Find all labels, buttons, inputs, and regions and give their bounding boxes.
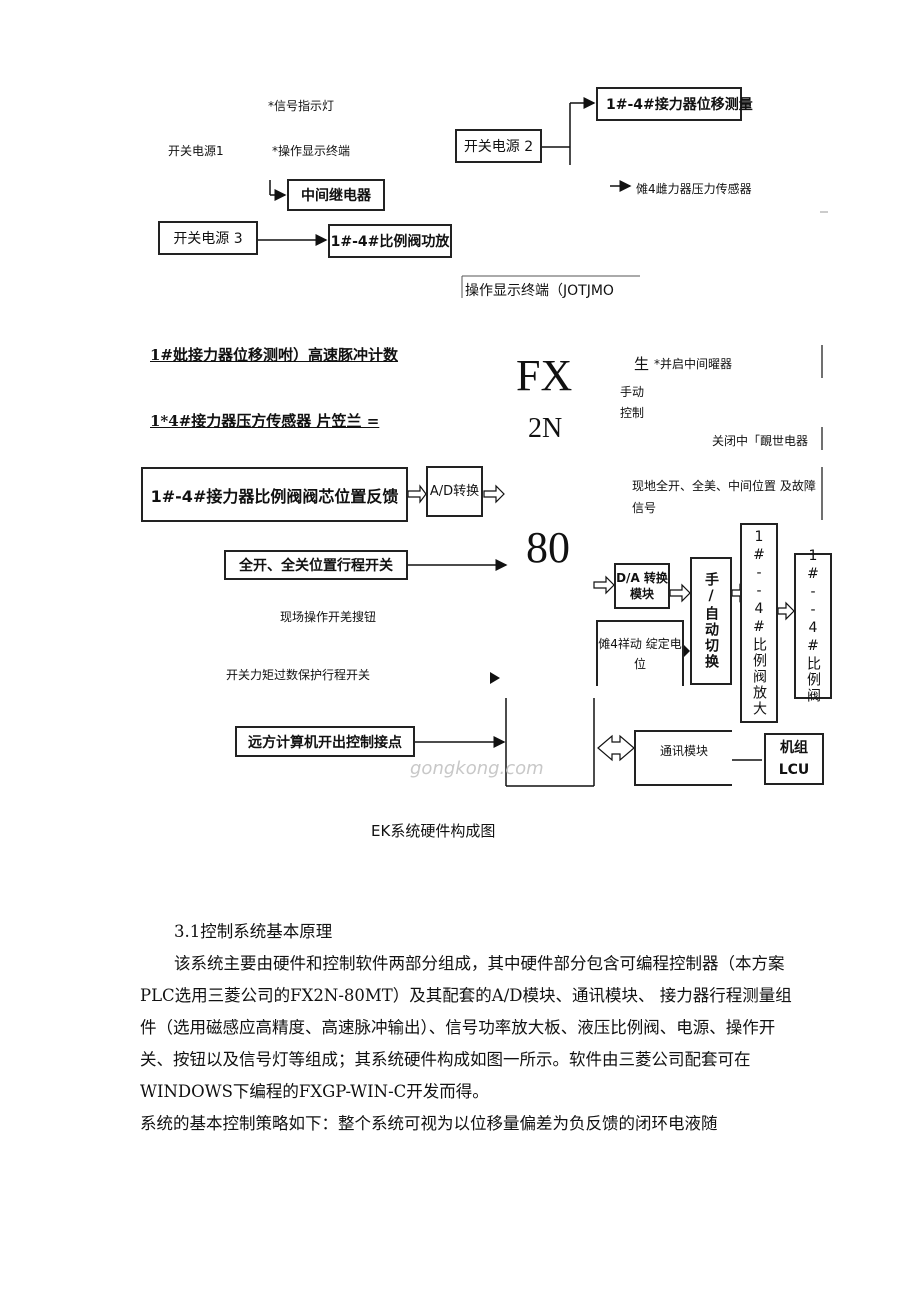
relay-box: 中间继电器 (287, 179, 385, 211)
op-terminal-label: *操作显示终端 (272, 144, 351, 158)
pressure-sensor-input-label: 1*4#接力器压方传感器 片笠兰 = (150, 412, 380, 430)
valve-feedback-box: 1#-4#接力器比例阀阀芯位置反馈 (141, 467, 408, 522)
amplifier-vertical-box: 1#--4#比例阀放大 (740, 523, 778, 723)
manual-setpoint-box: 傩4祥动 绽定电位 (596, 620, 684, 686)
section-paragraph-1: 该系统主要由硬件和控制软件两部分组成，其中硬件部分包含可编程控制器（本方案PLC… (140, 954, 792, 1101)
plc-model-80: 80 (526, 523, 570, 572)
power1-label: 开关电源1 (168, 144, 224, 158)
pressure-sensor-label: 傩4雌力器压力传感器 (636, 182, 752, 196)
pulse-count-label: 1#妣接力器位移测咐）高速豚冲计数 (150, 346, 399, 364)
lcu-box: 机组LCU (764, 733, 824, 785)
manual-control-label: 手动控制 (620, 385, 645, 420)
status-signal-label: 现地全开、全美、中间位置 及故障信号 (632, 479, 816, 515)
valve-vertical-label: 1#--4#比例阀 (805, 548, 821, 704)
section-paragraph-2: 系统的基本控制策略如下：整个系统可视为以位移量偏差为负反馈的闭环电液随 (140, 1114, 718, 1133)
comm-module-box: 通讯模块 (634, 730, 732, 786)
displacement-sensor-box: 1#-4#接力器位移测量 (596, 87, 753, 121)
auto-manual-switch-box: 手/自动切换 (690, 557, 732, 685)
signal-light-label: *信号指示灯 (268, 99, 335, 113)
valve-vertical-box: 1#--4#比例阀 (794, 548, 832, 704)
power2-box: 开关电源 2 (455, 129, 542, 163)
figure-caption: EK系统硬件构成图 (371, 822, 496, 840)
op-terminal-right-label: 操作显示终端（JOTJMO (465, 283, 614, 299)
power3-box: 开关电源 3 (158, 221, 258, 255)
section-heading: 3.1控制系统基本原理 (174, 922, 333, 941)
plc-model-2n: 2N (528, 413, 563, 444)
open-relay-label: *并启中间曜器 (654, 357, 733, 371)
auto-manual-switch-label: 手/自动切换 (703, 572, 719, 670)
plc-model-fx: FX (516, 351, 573, 400)
da-module-box: D/A 转换模块 (614, 563, 670, 609)
ad-converter-box: A/D转换 (426, 466, 483, 517)
close-relay-label: 关闭中「靦世电器 (712, 434, 809, 448)
section-body: 3.1控制系统基本原理 该系统主要由硬件和控制软件两部分组成，其中硬件部分包含可… (140, 916, 800, 1140)
amplifier-vertical-label: 1#--4#比例阀放大 (751, 529, 767, 717)
sheng-char: 生 (634, 355, 650, 373)
torque-switch-label: 开关力矩过数保护行程开关 (226, 668, 371, 682)
field-button-label: 现场操作开羌搜钮 (280, 610, 377, 624)
watermark: gongkong.com (410, 758, 544, 779)
amplifier-box: 1#-4#比例阀功放 (328, 224, 452, 258)
remote-contact-box: 远方计算机开出控制接点 (235, 726, 415, 757)
limit-switch-box: 全开、全关位置行程开关 (224, 550, 408, 580)
